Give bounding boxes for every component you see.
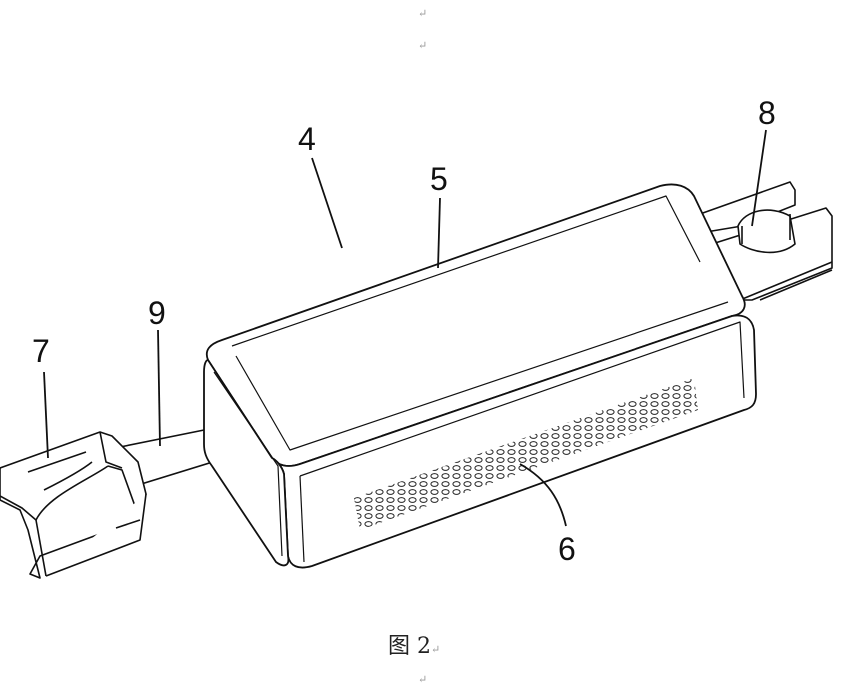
paragraph-mark: ↵ [431, 643, 441, 656]
vent-holes [354, 378, 698, 530]
leader-lines [43, 129, 767, 527]
callout-6: 6 [558, 531, 576, 567]
figure-caption-text: 图 2 [388, 634, 431, 659]
left-clip-connector [0, 431, 147, 579]
figure-caption: 图 2↵ [388, 628, 440, 660]
callout-5: 5 [430, 161, 448, 197]
callout-7: 7 [32, 333, 50, 369]
callout-9: 9 [148, 295, 166, 331]
callout-4: 4 [298, 121, 316, 157]
paragraph-mark: ↵ [418, 39, 428, 52]
paragraph-mark: ↵ [418, 673, 428, 686]
paragraph-mark: ↵ [418, 7, 428, 20]
device-housing [203, 183, 757, 569]
callout-8: 8 [758, 95, 776, 131]
